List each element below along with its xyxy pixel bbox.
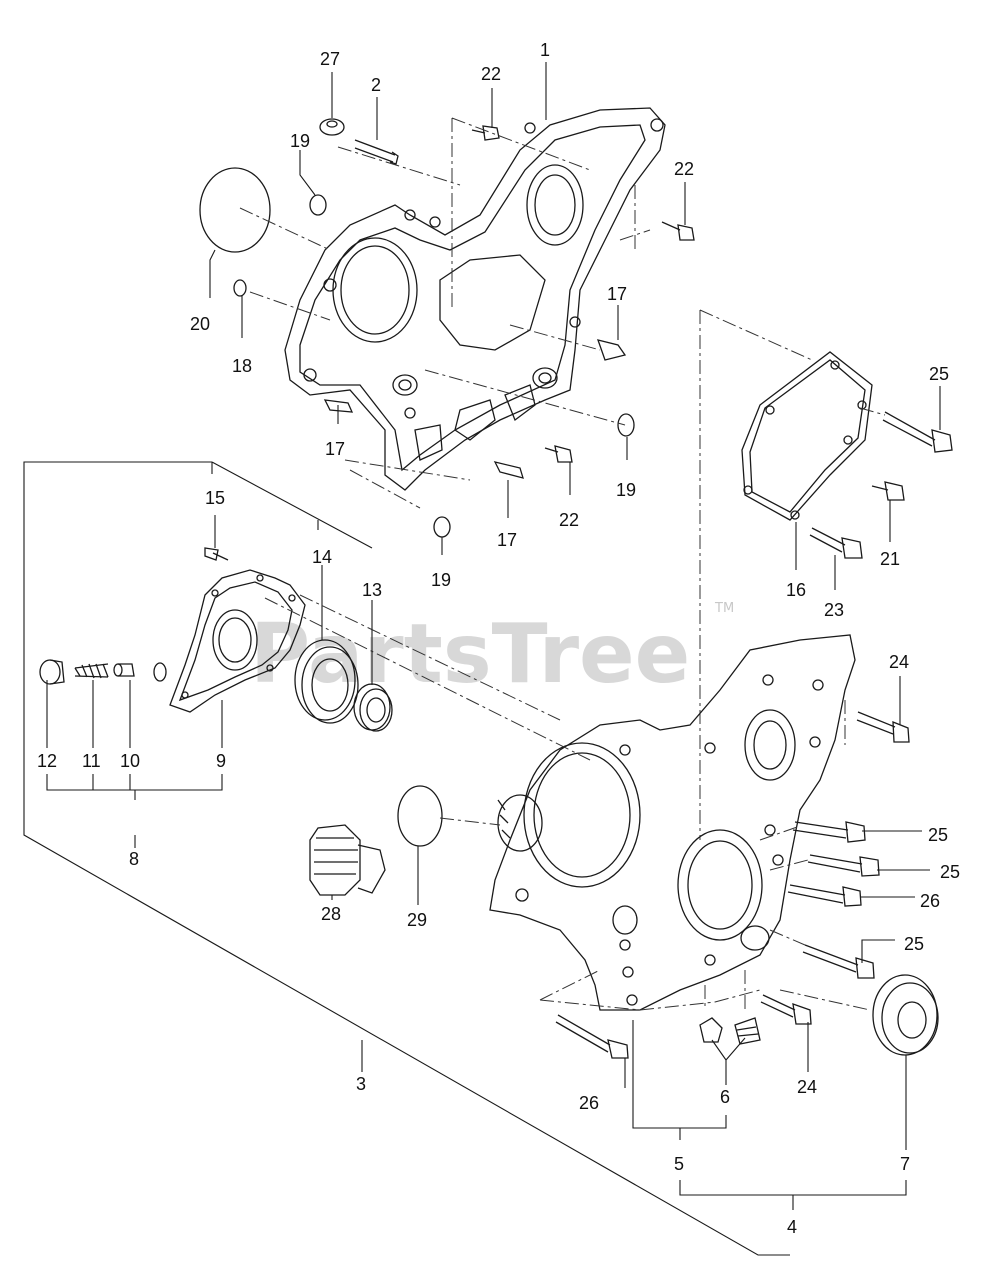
bracket-5 — [632, 1020, 727, 1140]
callout-22-lower: 22 — [559, 510, 579, 530]
alignment-lines-plate — [699, 309, 886, 840]
callout-16: 16 — [786, 580, 806, 600]
bolt-26-right[interactable] — [787, 884, 862, 907]
callout-21: 21 — [880, 549, 900, 569]
flange-nut-27[interactable] — [319, 118, 345, 136]
callout-22-right: 22 — [674, 159, 694, 179]
callout-29: 29 — [407, 910, 427, 930]
bolt-25-plate[interactable] — [882, 411, 953, 453]
bolt-25-a[interactable] — [792, 821, 866, 843]
oring-19-b[interactable] — [617, 413, 635, 437]
bolt-26-lower[interactable] — [555, 1014, 629, 1059]
outer-rotor-14[interactable] — [294, 639, 359, 724]
callout-4: 4 — [787, 1217, 797, 1237]
callout-11: 11 — [82, 751, 101, 771]
callout-19-b: 19 — [616, 480, 636, 500]
leader-lines — [46, 62, 941, 1150]
dowel-pin-17-a[interactable] — [596, 339, 627, 361]
bolt-24-right[interactable] — [856, 711, 910, 743]
watermark-text: PartsTree — [250, 607, 690, 702]
bolt-25-b[interactable] — [807, 854, 880, 877]
dowel-pin-17-c[interactable] — [493, 461, 524, 479]
bracket-4 — [679, 1180, 907, 1210]
callout-25-b: 25 — [940, 862, 960, 882]
bracket-8 — [46, 774, 223, 800]
watermark-trademark: TM — [714, 601, 734, 616]
callout-17-b: 17 — [325, 439, 345, 459]
callout-27: 27 — [320, 49, 340, 69]
alignment-lines-upper — [239, 117, 651, 509]
bolt-25-c[interactable] — [802, 944, 875, 979]
callout-9: 9 — [216, 751, 226, 771]
callout-14: 14 — [312, 547, 332, 567]
callout-23: 23 — [824, 600, 844, 620]
oring-29[interactable] — [397, 785, 443, 847]
callout-6: 6 — [720, 1087, 730, 1107]
alignment-lines-lower — [264, 594, 871, 1011]
callout-19-a: 19 — [290, 131, 310, 151]
oil-pump-body-9[interactable] — [153, 569, 306, 713]
callout-25-c: 25 — [904, 934, 924, 954]
callout-25-a: 25 — [928, 825, 948, 845]
oil-seal-7[interactable] — [872, 974, 939, 1056]
cover-plate-16[interactable] — [741, 351, 873, 521]
dowel-pin-17-b[interactable] — [323, 399, 354, 413]
callout-2: 2 — [371, 75, 381, 95]
spring-11[interactable] — [74, 663, 109, 679]
callout-28: 28 — [321, 904, 341, 924]
bolt-24-lower[interactable] — [760, 994, 812, 1025]
callout-1: 1 — [540, 40, 550, 60]
callout-15: 15 — [205, 488, 225, 508]
callout-10: 10 — [120, 751, 140, 771]
callout-24-lower: 24 — [797, 1077, 817, 1097]
plug-6-a[interactable] — [699, 1017, 723, 1043]
plug-12[interactable] — [39, 659, 65, 685]
callout-17-c: 17 — [497, 530, 517, 550]
bolt-22-top[interactable] — [471, 125, 500, 141]
callout-8: 8 — [129, 849, 139, 869]
stud-bolt-2[interactable] — [354, 139, 399, 165]
oring-18[interactable] — [233, 279, 247, 297]
relief-valve-10[interactable] — [113, 663, 135, 677]
bolt-21[interactable] — [871, 481, 905, 501]
callout-26-lower: 26 — [579, 1093, 599, 1113]
bracket-3 — [23, 461, 790, 1256]
screw-15[interactable] — [204, 547, 229, 561]
bolt-23[interactable] — [809, 527, 863, 559]
callout-26-right: 26 — [920, 891, 940, 911]
callout-19-c: 19 — [431, 570, 451, 590]
oring-19-c[interactable] — [433, 516, 451, 538]
callout-5: 5 — [674, 1154, 684, 1174]
gear-case-cover-upper[interactable] — [284, 107, 666, 491]
bolt-22-lower[interactable] — [544, 445, 573, 463]
callout-18: 18 — [232, 356, 252, 376]
callout-20: 20 — [190, 314, 210, 334]
callout-22-top: 22 — [481, 64, 501, 84]
callout-12: 12 — [37, 751, 57, 771]
oil-filler-cap-28[interactable] — [309, 824, 386, 896]
callout-25-plate: 25 — [929, 364, 949, 384]
gasket-20[interactable] — [199, 167, 271, 253]
callout-3: 3 — [356, 1074, 366, 1094]
oring-19-a[interactable] — [309, 194, 327, 216]
callout-13: 13 — [362, 580, 382, 600]
callout-labels: 27 2 1 22 22 19 20 18 17 17 19 22 17 19 … — [37, 40, 960, 1237]
callout-7: 7 — [900, 1154, 910, 1174]
callout-17-a: 17 — [607, 284, 627, 304]
bolt-22-right[interactable] — [661, 221, 695, 241]
callout-24-right: 24 — [889, 652, 909, 672]
plug-6-b[interactable] — [734, 1017, 761, 1045]
